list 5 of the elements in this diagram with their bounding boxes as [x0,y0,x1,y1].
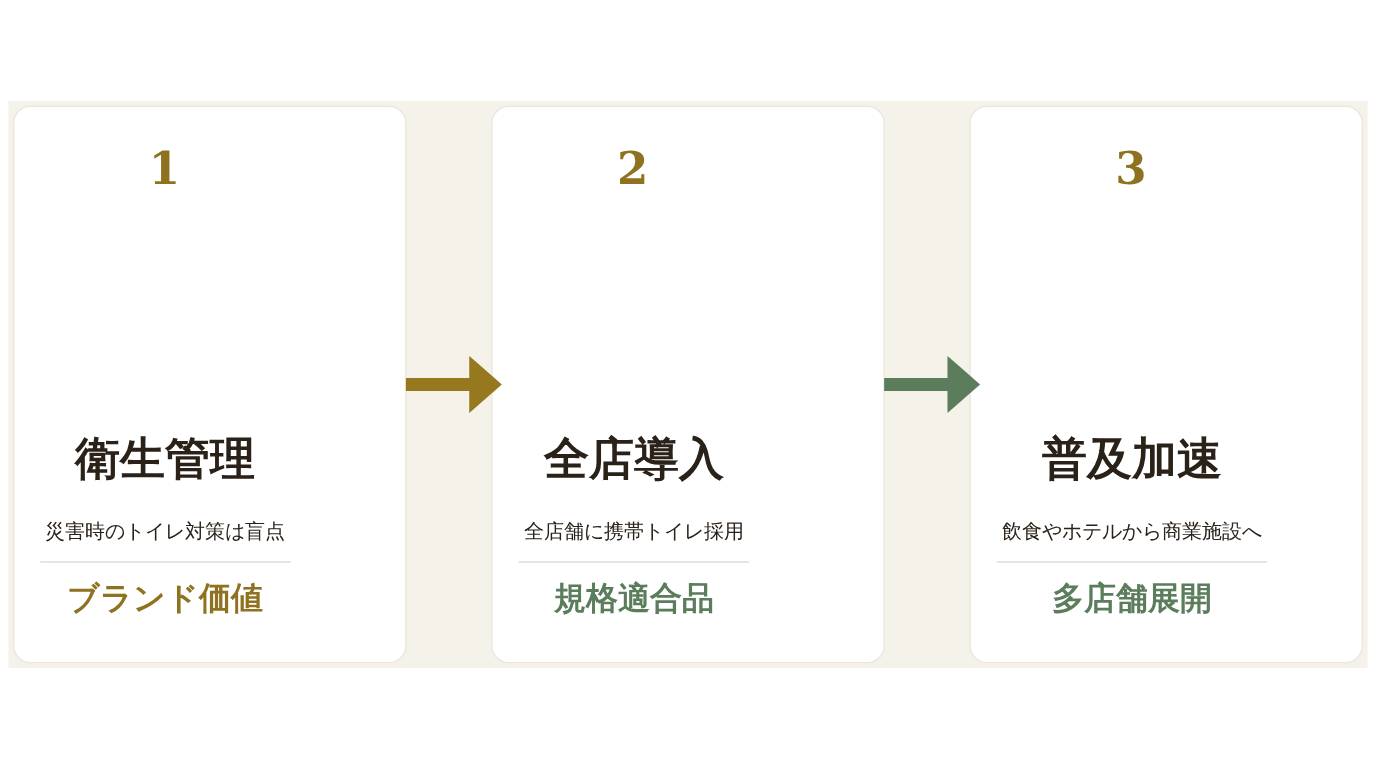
arrow [405,355,502,413]
arrow [884,355,981,413]
node-box: 2 全店導入 全店舗に携帯トイレ採用 規格適合品 [491,105,885,663]
node-box: 3 普及加速 飲食やホテルから商業施設へ 多店舗展開 [969,105,1363,663]
node-box: 1 衛生管理 災害時のトイレ対策は盲点 ブランド価値 [13,105,407,663]
